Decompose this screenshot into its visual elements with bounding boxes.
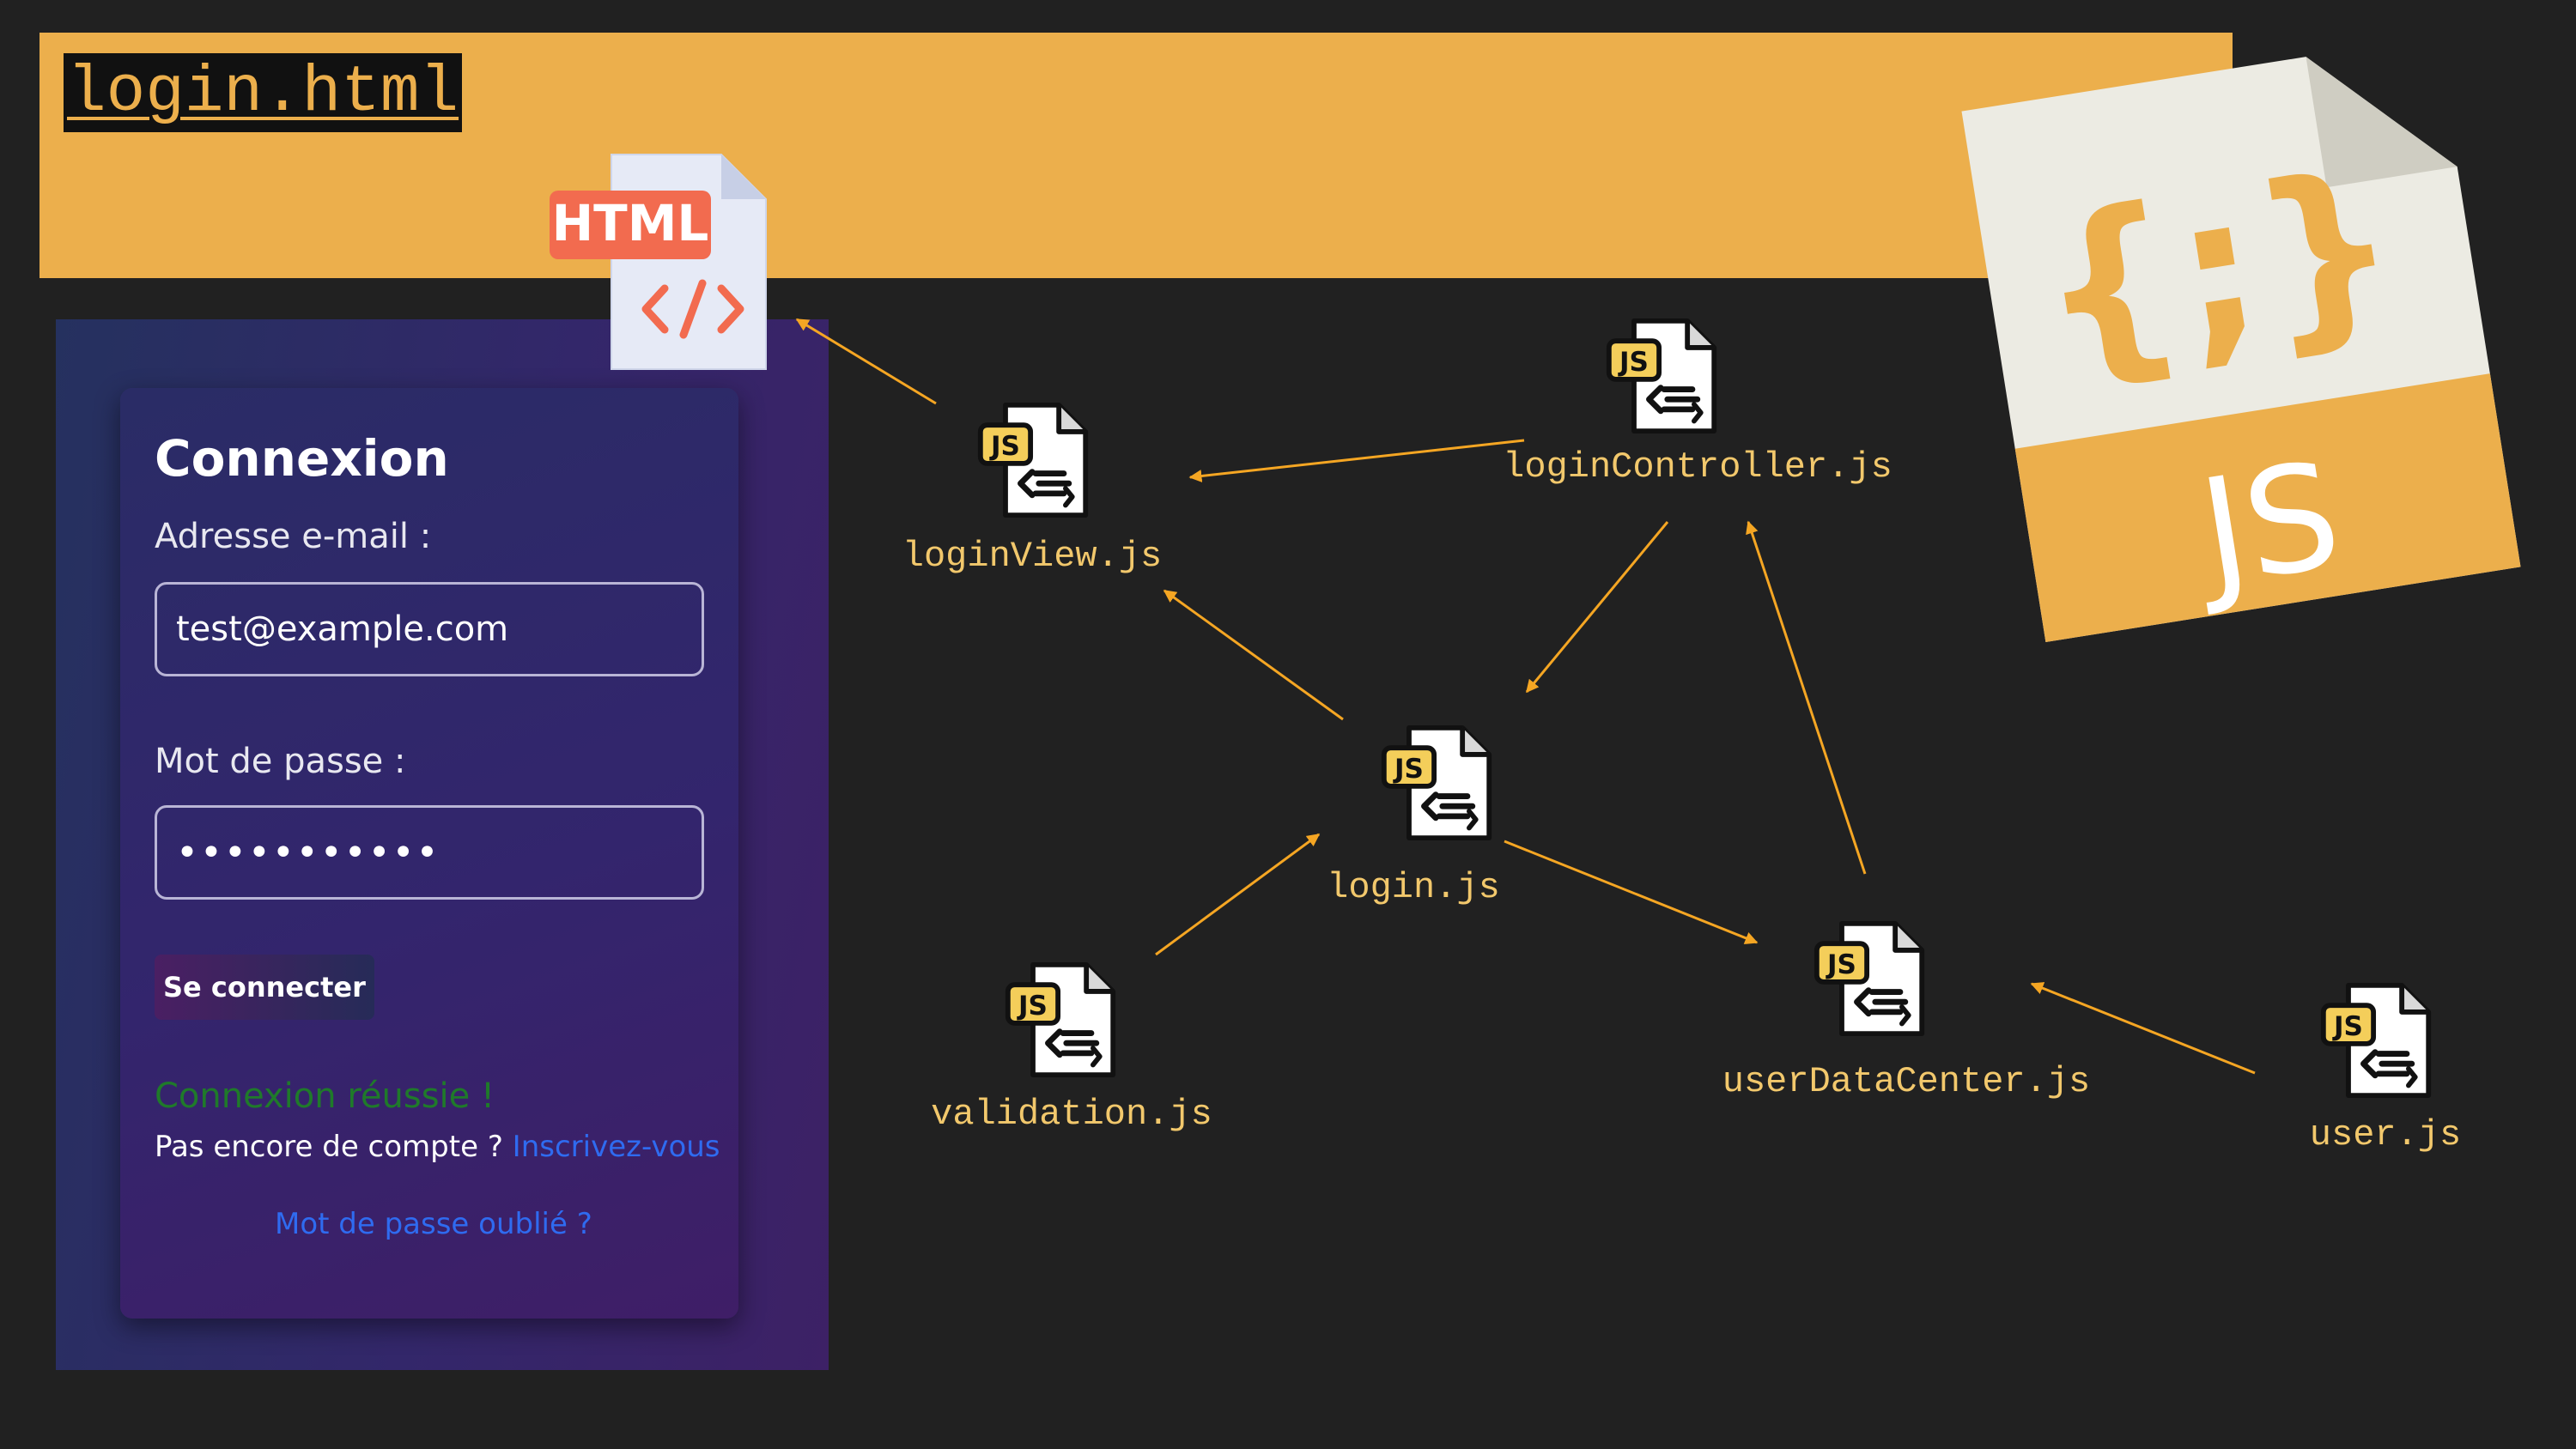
login-button[interactable]: Se connecter [155, 955, 374, 1020]
signup-prompt: Pas encore de compte ? Inscrivez-vous [155, 1130, 720, 1164]
js-file-icon [2324, 985, 2428, 1095]
file-label-logincontroller: loginController.js [1503, 446, 1893, 488]
html-badge-label: HTML [552, 194, 709, 252]
edge-login-to-userdatacenter [1504, 840, 1759, 944]
edges [795, 318, 2256, 1075]
password-field[interactable] [155, 805, 704, 900]
html-badge [550, 191, 711, 259]
js-file-icon [1008, 965, 1113, 1075]
email-label: Adresse e-mail : [155, 517, 432, 556]
file-node-validation [1008, 965, 1113, 1075]
file-node-user [2324, 985, 2428, 1095]
file-label-validation: validation.js [931, 1094, 1212, 1135]
password-label: Mot de passe : [155, 742, 406, 781]
forgot-password-link[interactable]: Mot de passe oublié ? [275, 1207, 592, 1241]
js-file-icon [1609, 321, 1714, 431]
js-logo-icon: {;} JS [1961, 57, 2521, 642]
edge-loginview-to-html [795, 318, 937, 405]
file-node-logincontroller [1609, 321, 1714, 431]
edge-login-to-loginview [1163, 589, 1344, 721]
file-label-user: user.js [2309, 1114, 2462, 1155]
signup-prompt-text: Pas encore de compte ? [155, 1130, 503, 1164]
edge-user-to-userdatacenter [2030, 982, 2256, 1075]
file-label-userdatacenter: userDataCenter.js [1722, 1061, 2091, 1102]
js-logo-braces: {;} [2022, 129, 2414, 411]
file-node-login [1384, 728, 1489, 838]
file-node-userdatacenter [1817, 924, 1922, 1034]
edge-logincontroller-to-loginview [1188, 439, 1525, 482]
js-file-icon [1817, 924, 1922, 1034]
file-label-loginview: loginView.js [902, 536, 1163, 577]
html-file-icon: HTML [550, 154, 767, 370]
edge-logincontroller-to-login [1525, 521, 1669, 694]
file-node-loginview [981, 405, 1085, 515]
js-file-icon [981, 405, 1085, 515]
login-title: Connexion [155, 429, 449, 488]
js-file-icon [1384, 728, 1489, 838]
success-message: Connexion réussie ! [155, 1076, 495, 1116]
edge-userdatacenter-to-logincontroller [1746, 520, 1867, 875]
page-title: login.html [64, 53, 463, 132]
signup-link[interactable]: Inscrivez-vous [512, 1130, 720, 1164]
code-brackets-icon [641, 279, 744, 339]
edge-validation-to-login [1155, 833, 1321, 956]
email-field[interactable] [155, 582, 704, 676]
file-label-login: login.js [1327, 867, 1500, 908]
